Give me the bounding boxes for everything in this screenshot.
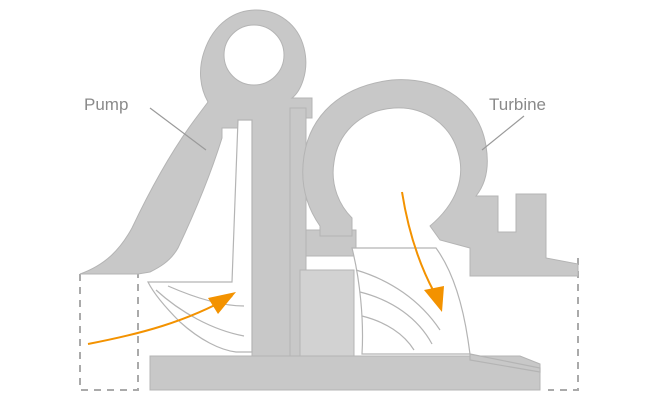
pump-inflow-arrowhead [208, 292, 236, 314]
turbine-flow-arrow [401, 191, 435, 293]
pump-label: Pump [84, 95, 129, 114]
turbine-label: Turbine [489, 95, 547, 114]
label-leaders [149, 107, 525, 151]
turbine-housing [302, 79, 579, 277]
shaft-housing [149, 107, 541, 391]
turbine-leader-line [481, 115, 525, 151]
dashed-outline [79, 258, 579, 391]
pump-impeller [147, 119, 253, 353]
turbine-wheel [351, 247, 541, 373]
pump-housing [79, 9, 313, 361]
pump-leader-line [149, 107, 207, 151]
turbine-flow-arrowhead [424, 286, 444, 312]
